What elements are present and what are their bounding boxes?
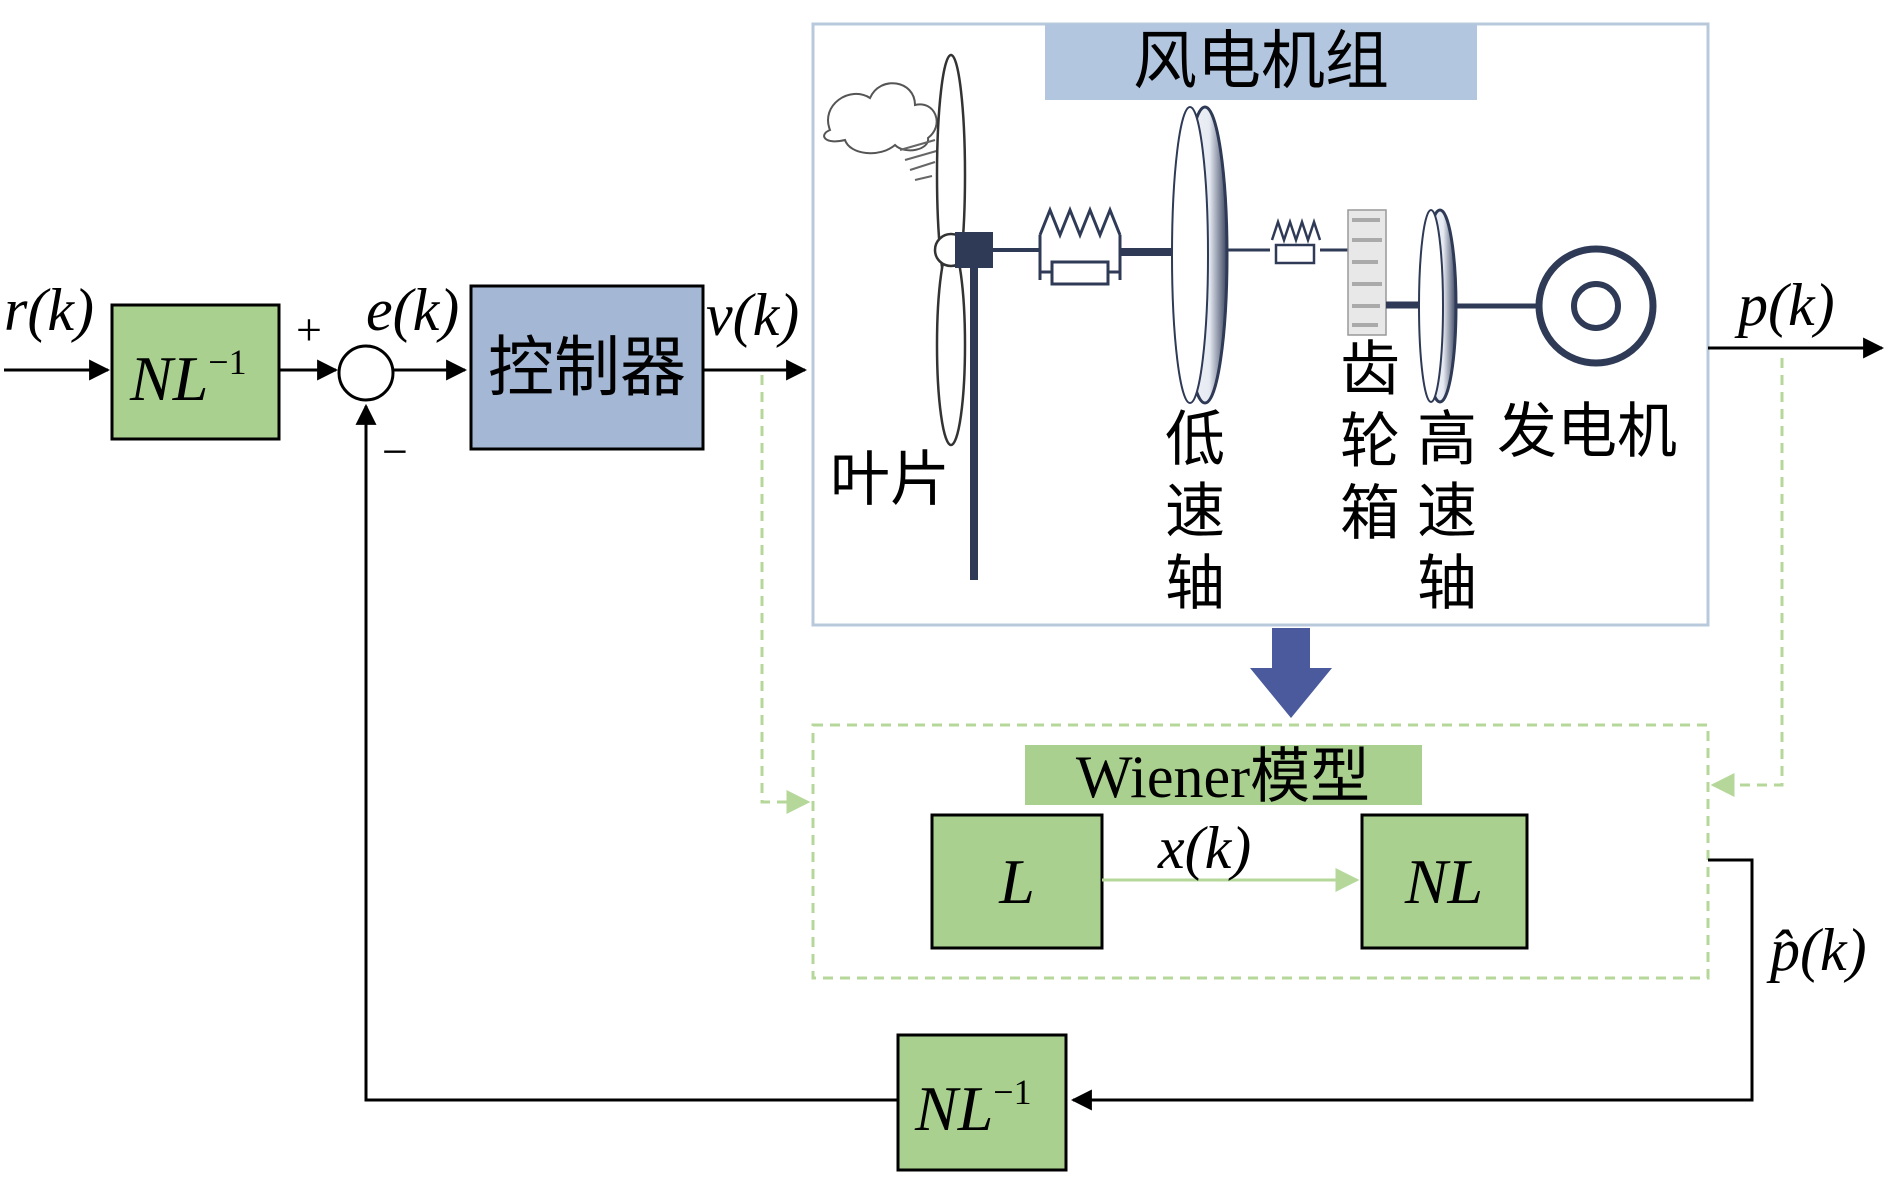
dashed-v-k-feed — [760, 375, 811, 814]
high-speed-disk-icon — [1418, 208, 1458, 404]
generator-label: 发电机 — [1497, 397, 1677, 467]
feedback-line-right — [1070, 858, 1754, 1111]
feedback-line-left — [355, 403, 898, 1102]
controller-block — [469, 284, 705, 451]
blade-icon — [933, 53, 993, 580]
nonlinear-block-label: NL — [1404, 846, 1483, 917]
nl-inverse-feedback-block — [896, 1033, 1068, 1172]
blade-label: 叶片 — [830, 445, 950, 515]
label-x-k: x(k) — [1157, 815, 1251, 881]
big-down-arrow-icon — [1250, 628, 1332, 718]
minus-sign: − — [382, 426, 408, 477]
label-p-k: p(k) — [1734, 272, 1835, 338]
label-r-k: r(k) — [4, 277, 94, 343]
high-speed-shaft-char-2: 速 — [1417, 477, 1477, 547]
wiener-model-title: Wiener模型 — [1076, 744, 1370, 810]
nonlinear-block — [1360, 813, 1529, 950]
wind-turbine-title: 风电机组 — [1133, 25, 1389, 99]
controller-label: 控制器 — [488, 329, 686, 406]
summing-junction — [337, 344, 395, 402]
linear-block-label: L — [998, 846, 1035, 917]
plus-sign: + — [296, 304, 322, 355]
gearbox-char-2: 轮 — [1340, 407, 1400, 477]
spring-damper-icon — [1038, 205, 1122, 286]
small-spring-icon — [1270, 218, 1322, 265]
label-v-k: v(k) — [706, 282, 799, 348]
low-speed-disk-icon — [1171, 105, 1229, 405]
wiener-model-box — [811, 723, 1710, 980]
low-speed-shaft-char-1: 低 — [1165, 405, 1225, 475]
low-speed-shaft-char-2: 速 — [1165, 477, 1225, 547]
gearbox-char-3: 箱 — [1340, 479, 1400, 549]
dashed-p-k-feed — [1710, 358, 1784, 797]
label-e-k: e(k) — [366, 277, 459, 343]
nl-inverse-feedback-label: NL−1 — [914, 1072, 1032, 1144]
high-speed-shaft-char-1: 高 — [1417, 405, 1477, 475]
generator-icon — [1535, 245, 1657, 367]
nl-inverse-input-label: NL−1 — [129, 342, 247, 414]
wind-turbine-title-bg — [1045, 24, 1477, 100]
high-speed-shaft-char-3: 轴 — [1417, 549, 1477, 619]
label-p-hat-k: p̂(k) — [1766, 917, 1867, 983]
low-speed-shaft-char-3: 轴 — [1165, 549, 1225, 619]
gearbox-icon — [1347, 209, 1387, 336]
nl-inverse-input-block — [110, 303, 281, 441]
wiener-title-bg — [1025, 745, 1422, 805]
linear-block — [930, 813, 1104, 950]
gearbox-char-1: 齿 — [1340, 335, 1400, 405]
wind-cloud-icon — [823, 82, 941, 181]
